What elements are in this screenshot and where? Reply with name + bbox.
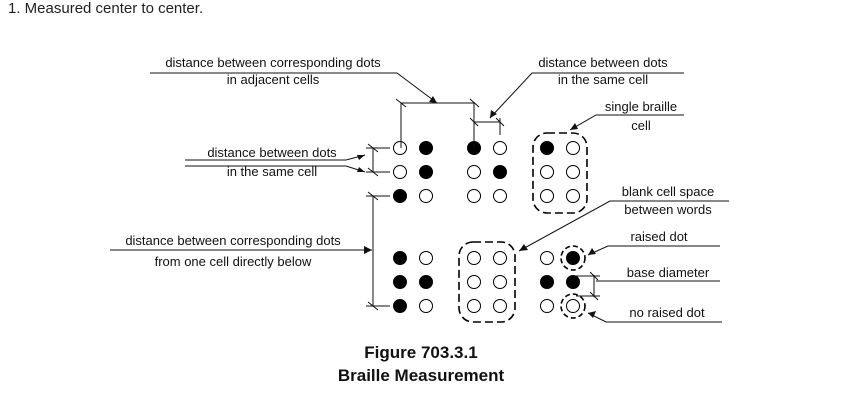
unraised-dot bbox=[540, 251, 554, 265]
label-same-cell-top-line2: in the same cell bbox=[558, 72, 648, 87]
adjacent-tick-right bbox=[469, 98, 480, 108]
base-tick-bottom bbox=[589, 291, 599, 301]
unraised-dot bbox=[493, 141, 507, 155]
label-adjacent-line2: in adjacent cells bbox=[227, 72, 320, 87]
unraised-dot bbox=[540, 165, 554, 179]
unraised-dot bbox=[467, 275, 481, 289]
raised-dot bbox=[393, 299, 407, 313]
label-same-cell-left-line1: distance between dots bbox=[207, 145, 337, 160]
unraised-dot bbox=[393, 141, 407, 155]
unraised-dot bbox=[419, 189, 433, 203]
single-cell-leader bbox=[569, 114, 684, 131]
adjacent-arrow bbox=[429, 96, 437, 103]
raised-dot bbox=[419, 141, 433, 155]
unraised-dot bbox=[540, 299, 554, 313]
same-cell-top-tick-left bbox=[469, 117, 479, 127]
unraised-dot bbox=[566, 165, 580, 179]
same-cell-left-arrow-lower bbox=[357, 167, 365, 172]
unraised-dot bbox=[566, 141, 580, 155]
raised-dot bbox=[419, 165, 433, 179]
figure-title: Braille Measurement bbox=[337, 366, 505, 385]
unraised-dot bbox=[493, 189, 507, 203]
unraised-dot bbox=[467, 165, 481, 179]
unraised-dot bbox=[467, 299, 481, 313]
label-raised-dot: raised dot bbox=[630, 229, 687, 244]
raised-dot bbox=[566, 251, 580, 265]
raised-dot bbox=[540, 275, 554, 289]
raised-dot-arrow bbox=[588, 248, 596, 255]
unraised-dot bbox=[467, 251, 481, 265]
same-cell-left-tick-bottom bbox=[367, 167, 379, 177]
unraised-dot bbox=[566, 189, 580, 203]
label-base-diameter: base diameter bbox=[627, 265, 710, 280]
no-raised-dot-outline bbox=[560, 293, 586, 319]
figure-number: Figure 703.3.1 bbox=[364, 343, 478, 362]
same-cell-top-leader bbox=[489, 72, 684, 119]
below-arrow bbox=[364, 246, 372, 254]
base-tick-top bbox=[589, 271, 599, 281]
single-cell-outline bbox=[532, 132, 588, 214]
leader-lines bbox=[110, 72, 729, 323]
unraised-dot bbox=[493, 299, 507, 313]
label-below-line2: from one cell directly below bbox=[155, 254, 312, 269]
label-below-line1: distance between corresponding dots bbox=[125, 233, 341, 248]
same-cell-left-arrow bbox=[357, 155, 365, 160]
raised-dot bbox=[540, 141, 554, 155]
same-cell-left-tick-top bbox=[367, 143, 379, 153]
same-cell-top-tick-right bbox=[495, 117, 505, 127]
raised-dot bbox=[393, 251, 407, 265]
raised-dot bbox=[493, 165, 507, 179]
unraised-dot bbox=[419, 251, 433, 265]
adjacent-tick-left bbox=[395, 98, 407, 108]
no-raised-dot-arrow bbox=[588, 311, 596, 318]
unraised-dot bbox=[493, 251, 507, 265]
unraised-dot bbox=[540, 189, 554, 203]
raised-dot-leader bbox=[587, 245, 720, 256]
label-no-raised-dot: no raised dot bbox=[629, 305, 705, 320]
blank-cell-arrow bbox=[519, 244, 528, 251]
label-same-cell-top-line1: distance between dots bbox=[538, 55, 668, 70]
unraised-dot bbox=[493, 275, 507, 289]
label-single-cell-line1: single braille bbox=[605, 99, 677, 114]
adjacent-leader bbox=[150, 72, 438, 104]
unraised-dot bbox=[566, 299, 580, 313]
below-tick-bottom bbox=[367, 301, 379, 311]
label-adjacent-line1: distance between corresponding dots bbox=[165, 55, 381, 70]
unraised-dot bbox=[419, 299, 433, 313]
raised-dot bbox=[419, 275, 433, 289]
single-cell-arrow bbox=[570, 123, 578, 130]
blank-cell-outline bbox=[458, 241, 516, 323]
below-tick-top bbox=[367, 191, 379, 201]
cell-outlines bbox=[458, 132, 588, 323]
label-single-cell-line2: cell bbox=[631, 118, 651, 133]
raised-dot-outline bbox=[560, 245, 586, 271]
unraised-dot bbox=[393, 165, 407, 179]
blank-cell-leader bbox=[518, 200, 729, 252]
same-cell-top-arrow bbox=[490, 110, 497, 118]
label-blank-cell-line1: blank cell space bbox=[622, 184, 715, 199]
raised-dot bbox=[393, 275, 407, 289]
label-blank-cell-line2: between words bbox=[624, 202, 712, 217]
raised-dot bbox=[393, 189, 407, 203]
dot-group bbox=[393, 141, 580, 313]
note-text: 1. Measured center to center. bbox=[8, 0, 204, 17]
no-raised-dot-leader bbox=[587, 312, 722, 323]
raised-dot bbox=[566, 275, 580, 289]
label-same-cell-left-line2: in the same cell bbox=[227, 164, 317, 179]
unraised-dot bbox=[467, 189, 481, 203]
